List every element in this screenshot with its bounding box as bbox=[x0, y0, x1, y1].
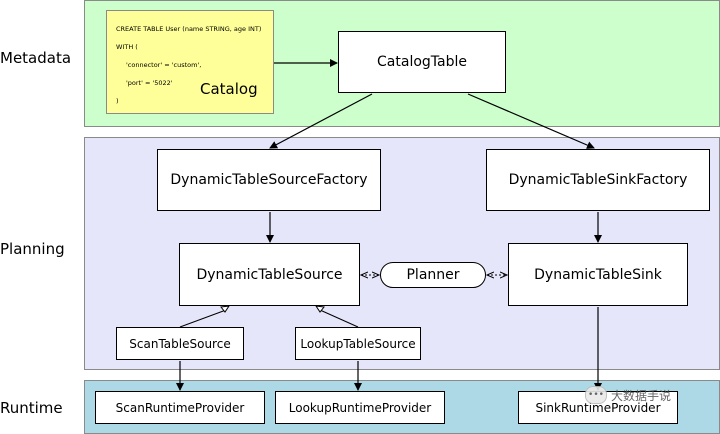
sql-line: ) bbox=[116, 97, 119, 105]
dynamic-table-source-node: DynamicTableSource bbox=[179, 243, 360, 306]
catalog-sql-box: CREATE TABLE User (name STRING, age INT)… bbox=[106, 10, 274, 114]
catalog-label: Catalog bbox=[200, 80, 258, 98]
scan-source-inherit-triangle bbox=[220, 305, 231, 313]
scan-table-source-node: ScanTableSource bbox=[116, 327, 244, 360]
watermark: ••• 大数据手说 bbox=[585, 386, 671, 404]
wechat-icon: ••• bbox=[585, 386, 607, 404]
catalog-table-to-sink-factory-arrow bbox=[467, 93, 595, 149]
lookup-source-inherit-triangle bbox=[314, 305, 325, 313]
layer-label-metadata: Metadata bbox=[0, 49, 72, 67]
lookup-runtime-provider-node: LookupRuntimeProvider bbox=[275, 391, 445, 424]
sql-line: CREATE TABLE User (name STRING, age INT) bbox=[116, 25, 262, 33]
watermark-text: 大数据手说 bbox=[611, 388, 672, 403]
layer-label-planning: Planning bbox=[0, 240, 65, 258]
dynamic-table-source-factory-node: DynamicTableSourceFactory bbox=[157, 149, 381, 211]
planner-node: Planner bbox=[380, 262, 486, 288]
lookup-source-inherits-line bbox=[319, 309, 359, 328]
scan-runtime-provider-node: ScanRuntimeProvider bbox=[95, 391, 265, 424]
catalog-table-to-source-factory-arrow bbox=[269, 93, 373, 149]
sql-line: WITH ( bbox=[116, 43, 138, 51]
lookup-table-source-node: LookupTableSource bbox=[295, 327, 421, 360]
sql-line: 'port' = '5022' bbox=[126, 79, 173, 87]
sql-line: 'connector' = 'custom', bbox=[126, 61, 202, 69]
layer-label-runtime: Runtime bbox=[0, 399, 63, 417]
dynamic-table-sink-node: DynamicTableSink bbox=[508, 243, 688, 306]
dynamic-table-sink-factory-node: DynamicTableSinkFactory bbox=[486, 149, 710, 211]
catalog-table-node: CatalogTable bbox=[338, 31, 506, 93]
scan-source-inherits-line bbox=[179, 309, 227, 328]
